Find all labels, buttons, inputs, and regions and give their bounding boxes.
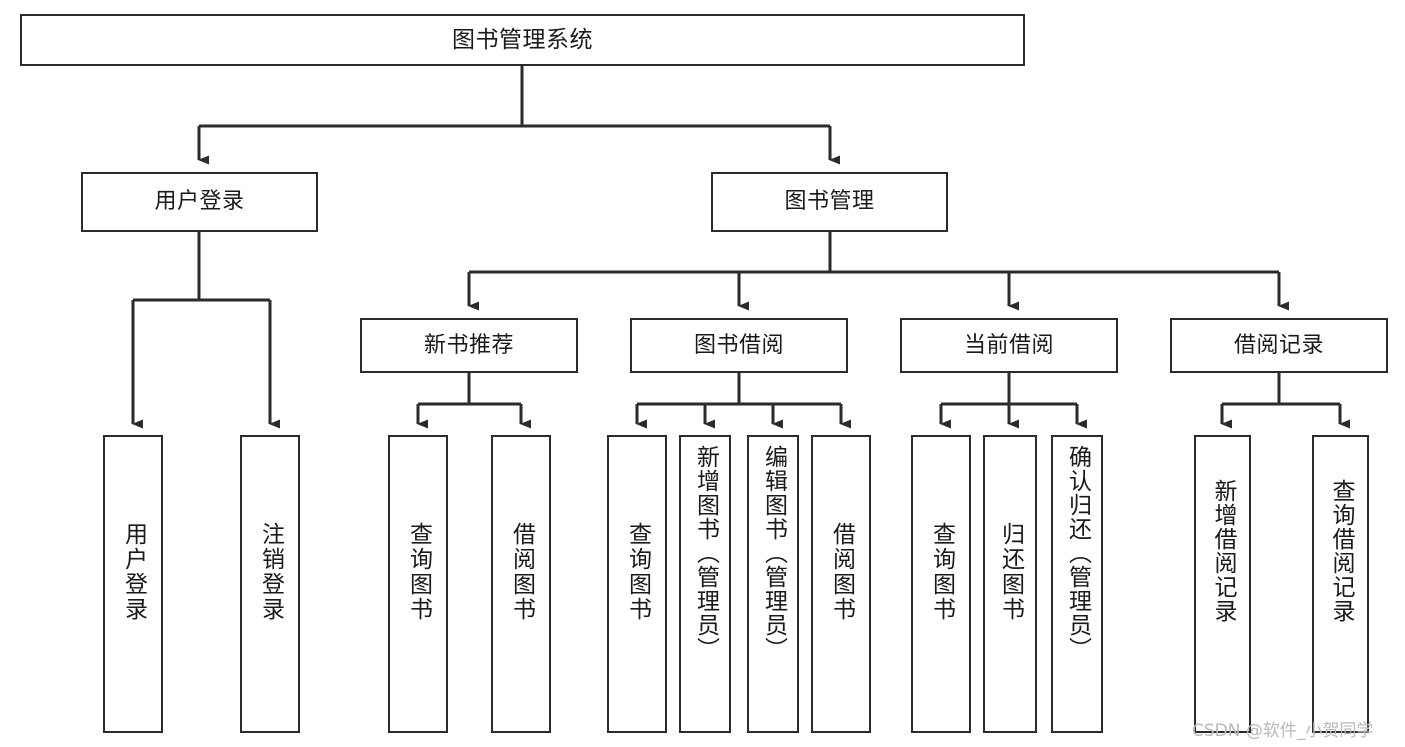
leaf-add-borrow-record[interactable]: 新增借阅记录 [1194, 435, 1251, 733]
node-label: 借阅图书 [828, 522, 855, 622]
node-label: 图书借阅 [693, 332, 784, 358]
leaf-query-book-recommend[interactable]: 查询图书 [388, 435, 448, 733]
node-book-management[interactable]: 图书管理 [711, 172, 948, 232]
node-borrow-record[interactable]: 借阅记录 [1170, 318, 1388, 373]
node-current-borrow[interactable]: 当前借阅 [900, 318, 1118, 373]
leaf-borrow-book-recommend[interactable]: 借阅图书 [491, 435, 551, 733]
node-label: 图书管理 [784, 189, 875, 215]
leaf-confirm-return-admin[interactable]: 确认归还（管理员） [1051, 435, 1103, 733]
node-new-book-recommend[interactable]: 新书推荐 [360, 318, 578, 373]
leaf-query-book-borrow[interactable]: 查询图书 [607, 435, 667, 733]
node-label: 注销登录 [257, 522, 284, 622]
node-label: 借阅记录 [1233, 332, 1324, 358]
csdn-watermark: CSDN @软件_小贺同学 [1192, 721, 1374, 741]
node-label: 用户登录 [154, 189, 245, 215]
node-label: 查询图书 [405, 522, 432, 622]
node-label: 确认归还（管理员） [1064, 445, 1091, 661]
leaf-user-login[interactable]: 用户登录 [103, 435, 163, 733]
leaf-query-borrow-record[interactable]: 查询借阅记录 [1312, 435, 1369, 733]
node-user-login[interactable]: 用户登录 [81, 172, 318, 232]
node-label: 归还图书 [997, 522, 1024, 622]
node-label: 当前借阅 [963, 332, 1054, 358]
node-label: 借阅图书 [508, 522, 535, 622]
node-label: 用户登录 [120, 522, 147, 622]
leaf-add-book-admin[interactable]: 新增图书（管理员） [679, 435, 731, 733]
leaf-query-book-current[interactable]: 查询图书 [911, 435, 971, 733]
leaf-borrow-book[interactable]: 借阅图书 [811, 435, 871, 733]
node-label: 新增图书（管理员） [692, 445, 719, 661]
leaf-edit-book-admin[interactable]: 编辑图书（管理员） [747, 435, 799, 733]
node-label: 查询借阅记录 [1328, 479, 1354, 623]
leaf-return-book[interactable]: 归还图书 [983, 435, 1037, 733]
node-label: 查询图书 [624, 522, 651, 622]
node-label: 查询图书 [928, 522, 955, 622]
node-label: 新书推荐 [423, 332, 514, 358]
node-book-borrow[interactable]: 图书借阅 [630, 318, 848, 373]
leaf-logout[interactable]: 注销登录 [240, 435, 300, 733]
node-label: 新增借阅记录 [1210, 479, 1236, 623]
node-root-book-management-system[interactable]: 图书管理系统 [20, 14, 1025, 66]
node-label: 图书管理系统 [452, 26, 593, 53]
node-label: 编辑图书（管理员） [760, 445, 787, 661]
